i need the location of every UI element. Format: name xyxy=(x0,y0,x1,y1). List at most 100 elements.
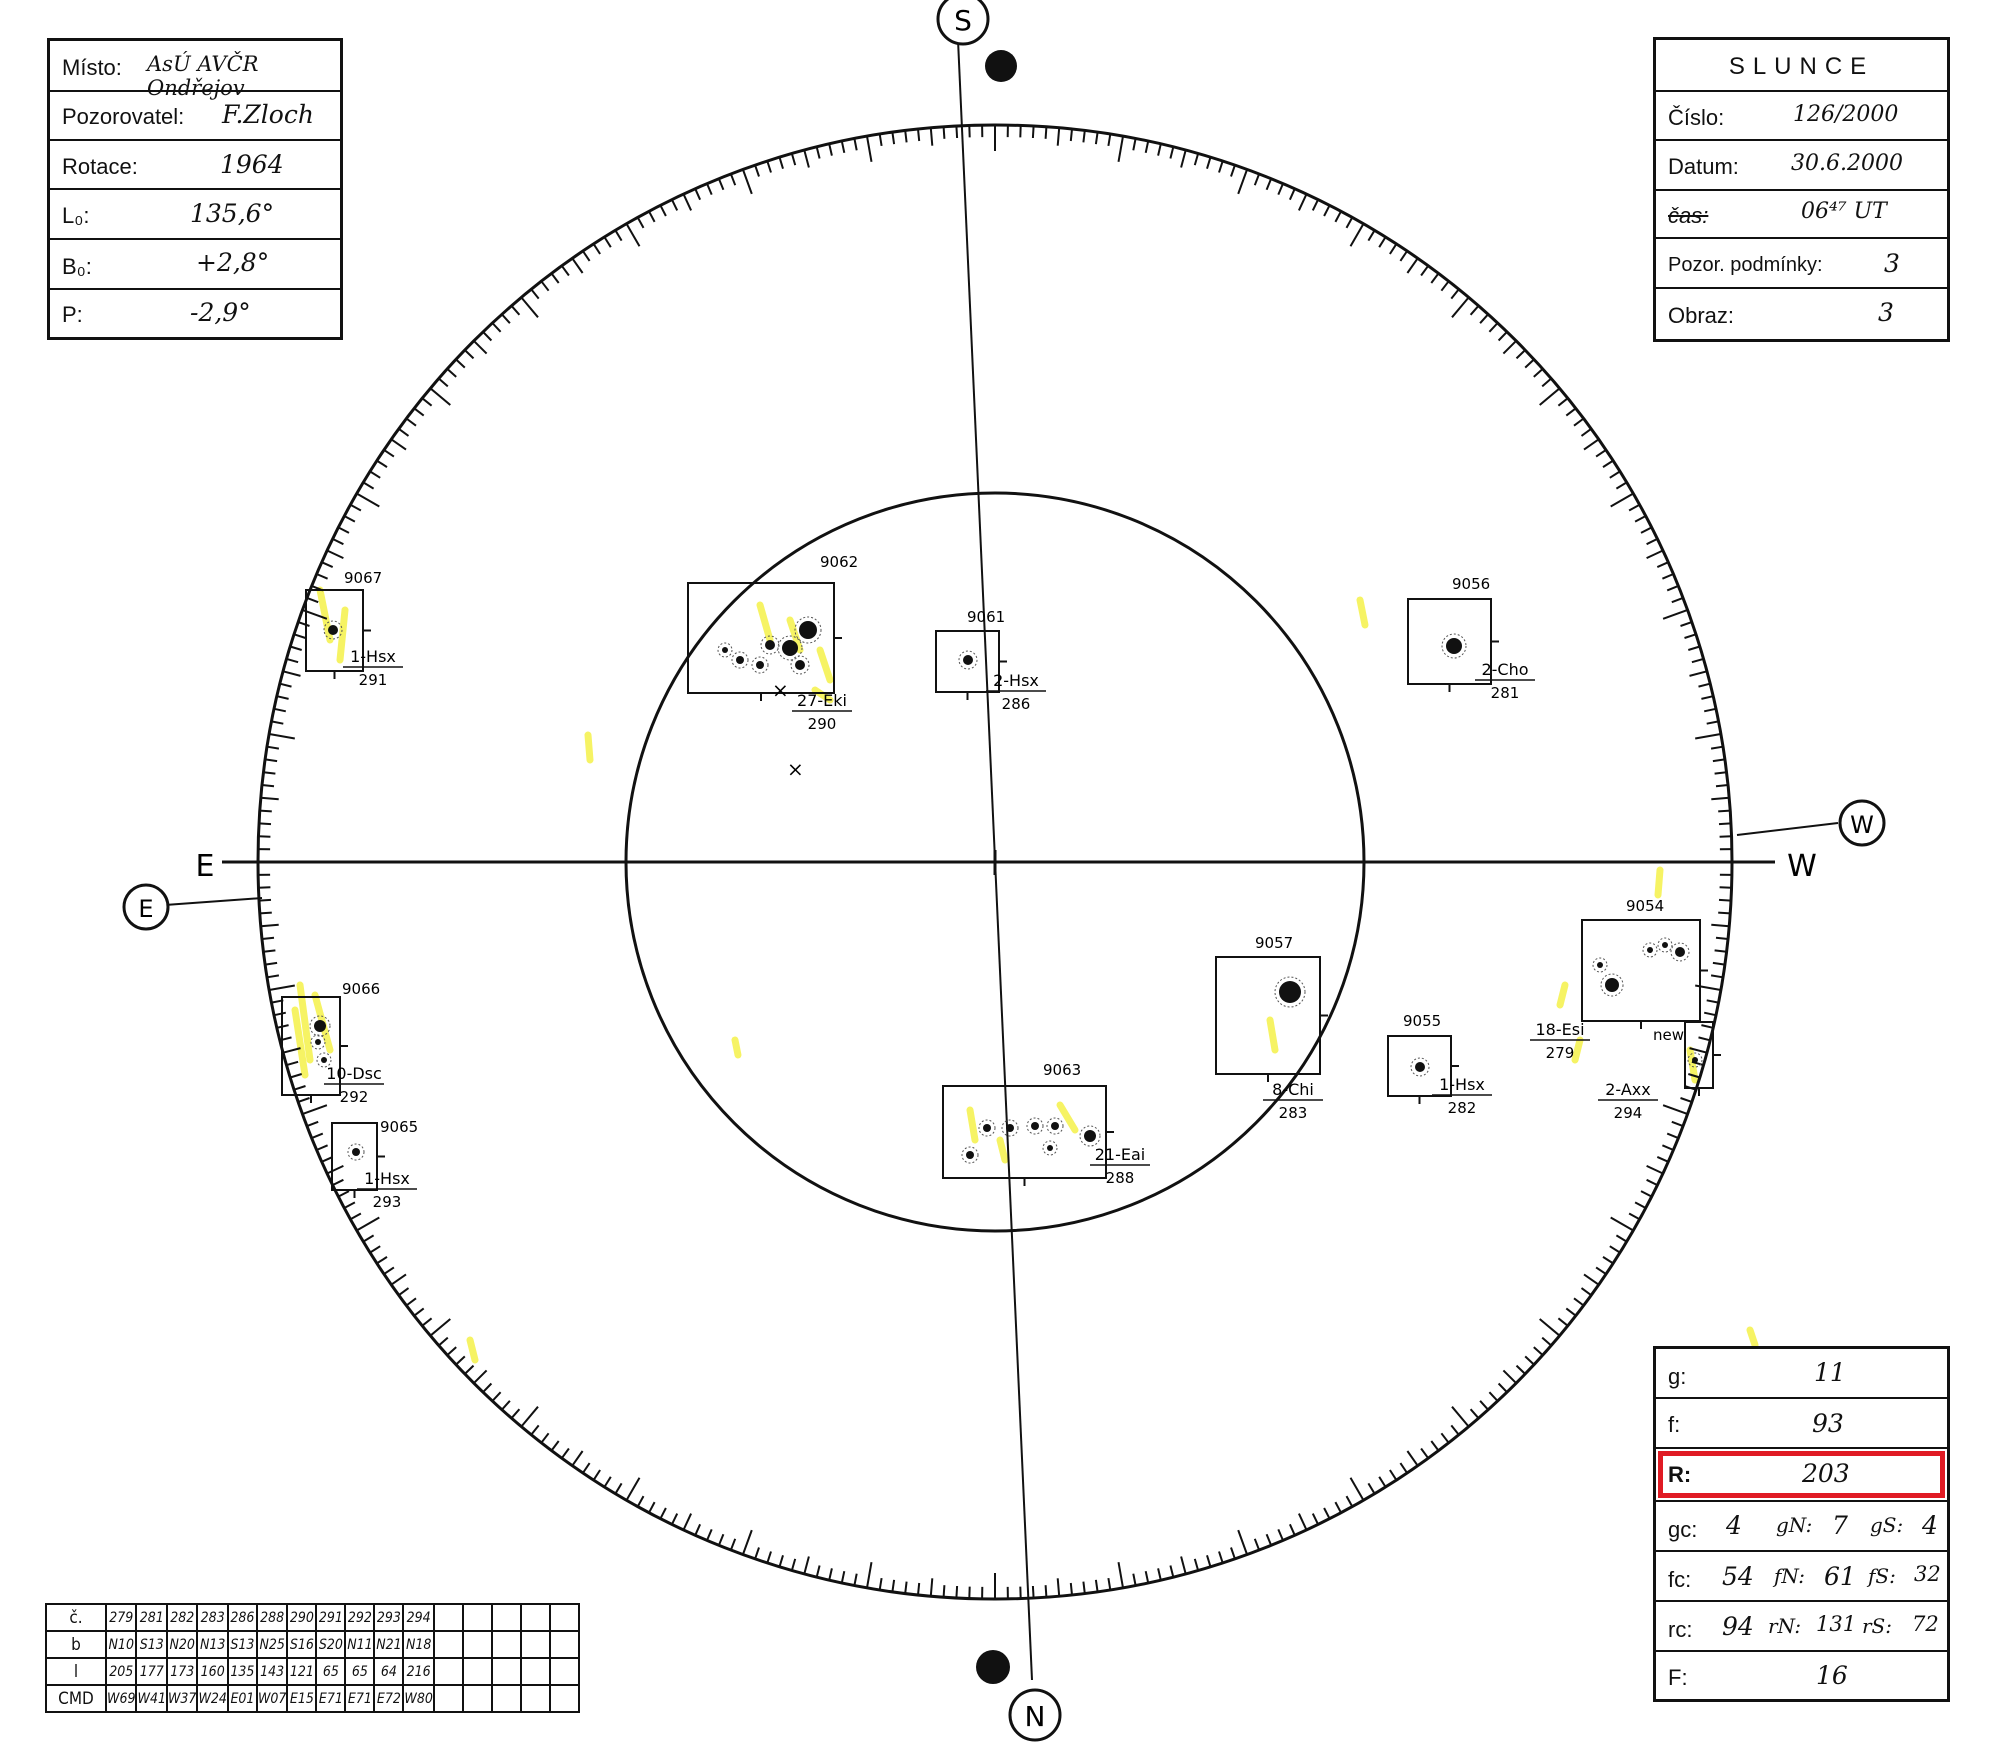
table-cell: 177 xyxy=(135,1657,168,1686)
limb-tick xyxy=(1399,1462,1408,1474)
table-cell: W80 xyxy=(402,1684,435,1713)
rotation-axis xyxy=(957,39,1033,1681)
limb-tick xyxy=(413,407,425,417)
limb-tick xyxy=(501,313,511,324)
group-longitude: 292 xyxy=(340,1088,369,1106)
limb-tick xyxy=(1440,280,1450,292)
penumbra xyxy=(1001,1119,1019,1137)
table-cell xyxy=(548,1657,580,1686)
table-cell: N11 xyxy=(344,1630,376,1659)
limb-tick xyxy=(1069,128,1073,142)
limb-tick xyxy=(603,236,612,248)
limb-tick xyxy=(671,1513,679,1525)
limb-tick xyxy=(729,1538,737,1551)
limb-tick xyxy=(636,1495,645,1508)
limb-tick xyxy=(1430,1440,1440,1452)
limb-tick xyxy=(491,322,502,333)
penumbra xyxy=(1274,976,1306,1008)
limb-tick xyxy=(571,1450,584,1467)
limb-tick xyxy=(1193,1558,1200,1571)
limb-tick xyxy=(271,720,284,725)
group-type: 2-Cho xyxy=(1481,660,1528,679)
limb-tick xyxy=(1132,138,1137,151)
table-cell: W37 xyxy=(165,1684,199,1713)
table-cell: E01 xyxy=(226,1684,258,1713)
limb-tick xyxy=(1712,758,1725,763)
group-type: 21-Eai xyxy=(1095,1145,1146,1164)
limb-tick xyxy=(625,223,641,247)
limb-tick xyxy=(260,796,279,801)
limb-tick xyxy=(694,1523,702,1536)
table-cell: 283 xyxy=(196,1603,229,1632)
limb-tick xyxy=(1701,1024,1714,1029)
limb-tick xyxy=(520,1406,539,1428)
r-highlight-frame xyxy=(1658,1451,1945,1498)
limb-tick xyxy=(1502,1369,1517,1384)
umbra xyxy=(795,660,805,670)
table-cell: 65 xyxy=(344,1657,376,1686)
limb-tick xyxy=(636,216,645,229)
limb-tick xyxy=(1610,1216,1634,1232)
limb-tick xyxy=(582,1462,591,1474)
limb-tick xyxy=(1541,377,1552,388)
penumbra xyxy=(1642,942,1658,958)
gn-value: 7 xyxy=(1832,1511,1848,1540)
limb-tick xyxy=(265,758,278,763)
p-label: P: xyxy=(62,302,83,327)
limb-tick xyxy=(1712,961,1725,966)
limb-tick xyxy=(1710,974,1724,979)
table-cell xyxy=(548,1603,580,1632)
limb-tick xyxy=(540,1432,550,1444)
limb-tick xyxy=(1288,1523,1296,1536)
limb-tick xyxy=(261,936,275,940)
table-cell: 281 xyxy=(135,1603,168,1632)
limb-tick xyxy=(376,459,388,468)
limb-tick xyxy=(917,128,921,142)
limb-tick xyxy=(1297,1513,1308,1531)
limb-tick xyxy=(343,515,356,523)
umbra xyxy=(756,661,764,669)
limb-tick xyxy=(1671,596,1684,604)
b0-label: B₀: xyxy=(62,254,92,279)
limb-tick xyxy=(1157,1568,1162,1581)
group-type: 1-Hsx xyxy=(1439,1075,1485,1094)
penumbra xyxy=(1042,1140,1058,1156)
obraz-label: Obraz: xyxy=(1668,303,1735,328)
limb-tick xyxy=(1580,427,1592,437)
table-cell: 290 xyxy=(286,1603,318,1632)
limb-tick xyxy=(316,1144,328,1151)
limb-tick xyxy=(582,250,591,262)
limb-tick xyxy=(289,1073,302,1079)
limb-tick xyxy=(1515,349,1526,360)
limb-tick xyxy=(520,296,539,318)
compass-west: W xyxy=(1838,799,1886,847)
limb-tick xyxy=(482,1382,493,1393)
fc-row: fc: 54 fN: 61 fS: 32 xyxy=(1656,1552,1947,1602)
limb-tick xyxy=(326,549,344,560)
sunspot-groups: 90671-Hsx291906227-Eki29090612-Hsx286905… xyxy=(281,553,1721,1211)
limb-tick xyxy=(1718,822,1732,826)
limb-tick xyxy=(1524,358,1535,369)
limb-tick xyxy=(1193,153,1200,166)
limb-tick xyxy=(1345,1495,1354,1508)
limb-tick xyxy=(853,1573,858,1586)
limb-tick xyxy=(1044,126,1048,139)
limb-tick xyxy=(648,210,656,223)
rn-label: rN: xyxy=(1768,1614,1802,1638)
limb-tick xyxy=(1634,515,1647,523)
umbra xyxy=(966,1151,974,1159)
table-cell xyxy=(490,1630,522,1659)
limb-tick xyxy=(592,243,601,255)
group-type: 1-Hsx xyxy=(350,647,396,666)
limb-tick xyxy=(891,1579,896,1592)
limb-tick xyxy=(1565,1307,1577,1317)
limb-tick xyxy=(1533,1346,1544,1356)
group-type: 27-Eki xyxy=(797,691,847,710)
table-cell xyxy=(461,1603,493,1632)
penumbra xyxy=(717,642,733,658)
limb-tick xyxy=(1144,140,1150,154)
limb-tick xyxy=(766,1551,772,1564)
table-cell xyxy=(461,1684,493,1713)
